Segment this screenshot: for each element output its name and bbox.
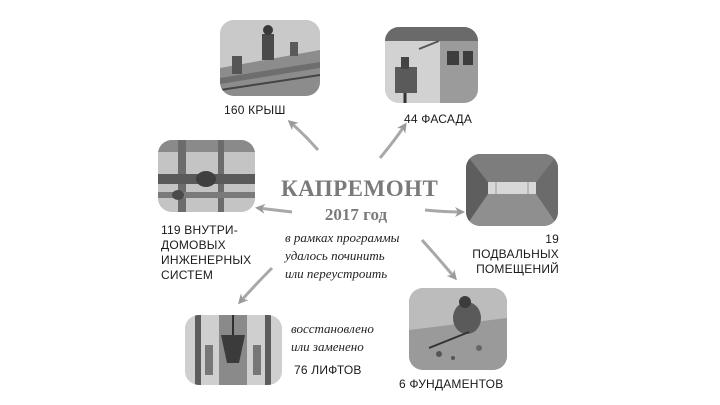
facades-photo (385, 27, 478, 103)
center-caption-line-3: или переустроить (285, 266, 388, 281)
facades-label: 44 ФАСАДА (404, 112, 473, 126)
elevators-label: 76 ЛИФТОВ (294, 363, 362, 377)
engineering-label: 119 ВНУТРИ- ДОМОВЫХ ИНЖЕНЕРНЫХ СИСТЕМ (161, 223, 251, 283)
engineering-label-line-4: СИСТЕМ (161, 268, 214, 282)
engineering-label-line-2: ДОМОВЫХ (161, 238, 226, 252)
engineering-label-line-3: ИНЖЕНЕРНЫХ (161, 253, 252, 267)
arrow-facades (378, 122, 407, 159)
engineering-label-line-1: 119 ВНУТРИ- (161, 223, 238, 237)
arrow-basements (424, 206, 465, 217)
basements-label: 19 ПОДВАЛЬНЫХ ПОМЕЩЕНИЙ (455, 232, 559, 277)
elevators-note-line-2: или заменено (291, 339, 364, 354)
basements-photo (466, 154, 558, 226)
basements-label-line-2: ПОМЕЩЕНИЙ (476, 262, 559, 276)
foundations-photo (409, 288, 507, 370)
center-year: 2017 год (324, 205, 388, 224)
arrow-elevators (238, 266, 274, 305)
basements-label-line-1: 19 ПОДВАЛЬНЫХ (472, 232, 559, 261)
center-caption: в рамках программы удалось починить или … (285, 229, 425, 283)
roofs-photo (220, 20, 320, 96)
elevators-note: восстановлено или заменено (291, 320, 374, 356)
center-caption-line-1: в рамках программы (285, 230, 400, 245)
roofs-label: 160 КРЫШ (224, 103, 286, 117)
center-title: КАПРЕМОНТ (281, 176, 439, 201)
arrow-foundations (420, 238, 457, 281)
elevators-note-line-1: восстановлено (291, 321, 374, 336)
foundations-label: 6 ФУНДАМЕНТОВ (399, 377, 504, 391)
arrow-engineering (255, 203, 293, 214)
elevators-photo (185, 315, 282, 385)
arrow-roofs (287, 120, 320, 151)
center-caption-line-2: удалось починить (285, 248, 385, 263)
engineering-photo (158, 140, 255, 212)
